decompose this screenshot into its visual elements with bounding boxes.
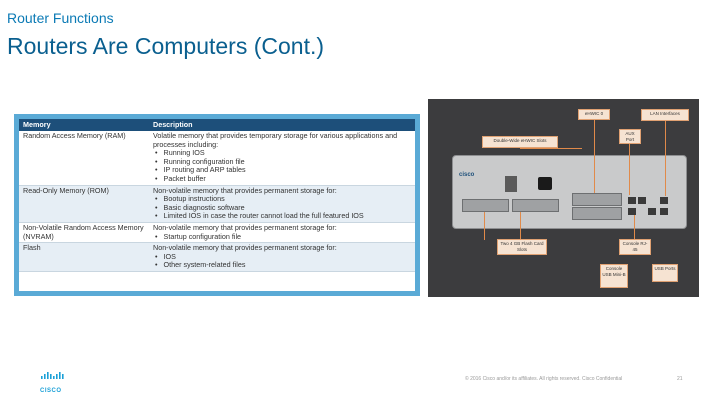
lan-port [628, 197, 636, 204]
callout-line [520, 148, 582, 149]
list-item: Limited IOS in case the router cannot lo… [164, 212, 411, 221]
flash-slot [512, 199, 559, 212]
memory-type: Random Access Memory (RAM) [19, 131, 149, 186]
copyright-text: © 2016 Cisco and/or its affiliates. All … [465, 376, 623, 382]
memory-description: Non-volatile memory that provides perman… [149, 222, 415, 244]
table-row: Flash Non-volatile memory that provides … [19, 242, 415, 272]
page-number: 21 [677, 376, 683, 382]
fan-vent [505, 176, 517, 192]
callout-line [484, 212, 485, 240]
power-socket [538, 177, 552, 190]
table-row: Random Access Memory (RAM) Volatile memo… [19, 131, 415, 186]
callout-console-usb: Console USB Mini-B [600, 264, 628, 288]
callout-aux-port: AUX Port [619, 129, 641, 144]
list-item: Bootup instructions [164, 195, 411, 204]
description-text: Non-volatile memory that provides perman… [153, 222, 337, 232]
callout-lan-interfaces: LAN Interfaces [641, 109, 689, 121]
header-description: Description [149, 119, 415, 131]
callout-ehwic0: eHWIC 0 [578, 109, 610, 120]
header-memory: Memory [19, 119, 149, 131]
ehwic-slot [572, 207, 622, 220]
usb-port [648, 208, 656, 215]
memory-description: Volatile memory that provides temporary … [149, 131, 415, 186]
cisco-logo-icon: CISCO [40, 372, 66, 394]
callout-double-wide-slots: Double-Wide eHWIC Slots [482, 136, 558, 148]
lan-port [660, 197, 668, 204]
description-text: Volatile memory that provides temporary … [153, 131, 398, 149]
memory-type: Flash [19, 242, 149, 272]
list-item: Running IOS [164, 149, 411, 158]
callout-line [634, 215, 635, 242]
memory-table-image: Memory Description Random Access Memory … [14, 114, 420, 296]
list-item: Startup configuration file [164, 232, 411, 242]
table-row: Non-Volatile Random Access Memory (NVRAM… [19, 222, 415, 244]
list-item: Other system-related files [164, 261, 411, 270]
router-brand-label: cisco [459, 172, 475, 178]
console-port [628, 208, 636, 215]
flash-slot [462, 199, 509, 212]
description-text: Non-volatile memory that provides perman… [153, 185, 337, 195]
callout-flash-slots: Two 4 GB Flash Card Slots [497, 239, 547, 255]
memory-table: Memory Description Random Access Memory … [19, 119, 415, 272]
slide-title: Routers Are Computers (Cont.) [7, 33, 325, 59]
lan-port [638, 197, 646, 204]
callout-line [594, 119, 595, 193]
memory-type: Read-Only Memory (ROM) [19, 185, 149, 223]
description-text: Non-volatile memory that provides perman… [153, 243, 337, 253]
callout-line [665, 118, 666, 196]
list-item: Basic diagnostic software [164, 203, 411, 213]
list-item: IOS [164, 252, 411, 262]
callout-console-rj45: Console RJ-45 [619, 239, 651, 255]
memory-description: Non-volatile memory that provides perman… [149, 242, 415, 272]
list-item: IP routing and ARP tables [164, 166, 411, 175]
callout-line [520, 212, 521, 240]
router-chassis [452, 155, 687, 229]
memory-type: Non-Volatile Random Access Memory (NVRAM… [19, 222, 149, 244]
section-title: Router Functions [7, 10, 114, 26]
list-item: Running configuration file [164, 157, 411, 167]
cisco-logo-text: CISCO [40, 388, 62, 394]
table-row: Read-Only Memory (ROM) Non-volatile memo… [19, 185, 415, 223]
memory-description: Non-volatile memory that provides perman… [149, 185, 415, 223]
ehwic-slot [572, 193, 622, 206]
list-item: Packet buffer [164, 174, 411, 184]
callout-line [629, 143, 630, 195]
lan-port [660, 208, 668, 215]
callout-usb-ports: USB Ports [652, 264, 678, 282]
